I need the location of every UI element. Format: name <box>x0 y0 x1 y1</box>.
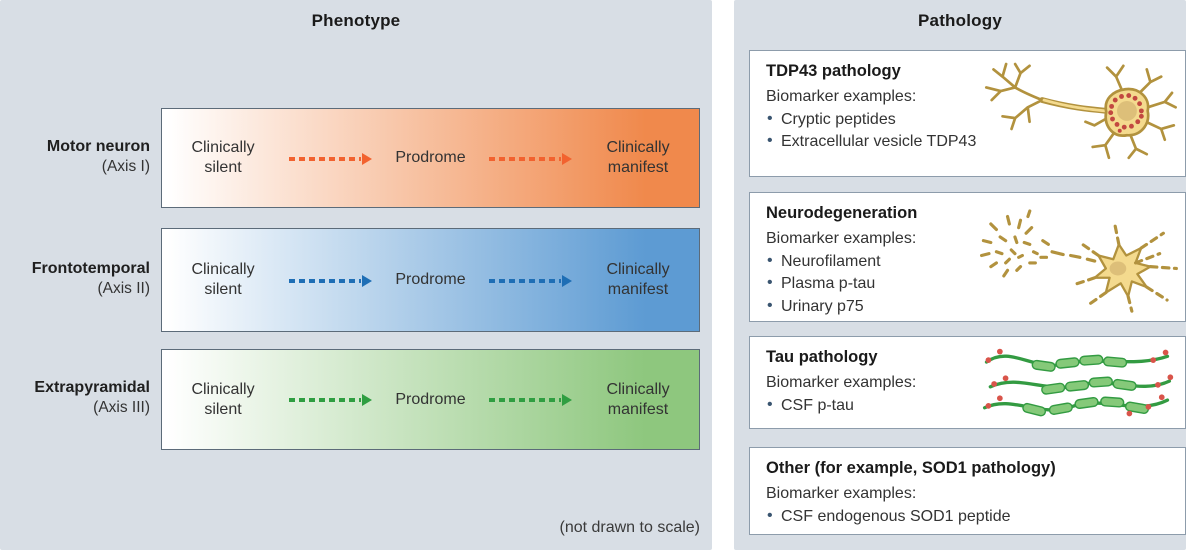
biomarker-examples-label: Biomarker examples: <box>766 485 917 502</box>
stage-clinically-manifest: Clinically manifest <box>606 139 670 176</box>
tau-filaments-icon <box>982 348 1174 417</box>
pathology-box-tdp43: TDP43 pathology Biomarker examples: Cryp… <box>749 50 1186 177</box>
biomarker-examples-label: Biomarker examples: <box>766 374 917 391</box>
box-title: Neurodegeneration <box>766 204 918 222</box>
biomarker-item: Cryptic peptides <box>766 108 1169 131</box>
pathology-panel: Pathology TDP43 pathology Biomarker exam… <box>734 0 1186 550</box>
stage-prodrome: Prodrome <box>395 390 466 408</box>
biomarker-item: Neurofilament <box>766 250 1169 273</box>
axis-number: (Axis III) <box>93 399 150 416</box>
axis-label-extrapyramidal: Extrapyramidal (Axis III) <box>0 378 150 417</box>
stage-clinically-manifest: Clinically manifest <box>606 261 670 298</box>
box-title: TDP43 pathology <box>766 62 901 80</box>
stage-prodrome: Prodrome <box>395 149 466 167</box>
progression-arrow <box>289 394 373 406</box>
axis-number: (Axis I) <box>101 158 150 175</box>
arrow-dashes <box>488 156 561 161</box>
phenotype-band-frontotemporal: Clinically silent Prodrome Clinically ma… <box>161 228 700 332</box>
progression-arrow <box>289 274 373 287</box>
biomarker-list: CSF endogenous SOD1 peptide <box>766 505 1169 528</box>
phenotype-panel-title: Phenotype <box>311 11 401 30</box>
stage-prodrome: Prodrome <box>395 271 466 289</box>
progression-arrow <box>488 394 572 406</box>
phenotype-panel: Phenotype Motor neuron (Axis I) Frontote… <box>0 0 712 550</box>
arrow-dashes <box>289 278 362 283</box>
arrow-dashes <box>488 278 561 283</box>
axis-name: Extrapyramidal <box>34 379 150 396</box>
progression-arrow <box>488 152 572 165</box>
stage-clinically-manifest: Clinically manifest <box>606 380 670 418</box>
biomarker-item: Urinary p75 <box>766 295 1169 318</box>
pathology-box-other-sod1: Other (for example, SOD1 pathology) Biom… <box>749 447 1186 535</box>
biomarker-list: Neurofilament Plasma p-tau Urinary p75 <box>766 250 1169 318</box>
arrow-dashes <box>289 156 362 161</box>
box-title: Other (for example, SOD1 pathology) <box>766 459 1056 477</box>
arrow-dashes <box>289 398 362 402</box>
biomarker-list: CSF p-tau <box>766 394 1169 417</box>
stage-clinically-silent: Clinically silent <box>191 261 255 298</box>
phenotype-band-extrapyramidal: Clinically silent Prodrome Clinically ma… <box>161 349 700 450</box>
progression-arrow <box>488 274 572 287</box>
arrow-head-icon <box>561 274 572 287</box>
arrow-head-icon <box>561 152 572 165</box>
stage-clinically-silent: Clinically silent <box>191 139 255 176</box>
biomarker-item: Extracellular vesicle TDP43 <box>766 130 1169 153</box>
biomarker-examples-label: Biomarker examples: <box>766 88 917 105</box>
arrow-dashes <box>488 398 561 402</box>
degenerating-neuron-icon <box>979 209 1178 313</box>
axis-label-frontotemporal: Frontotemporal (Axis II) <box>0 259 150 298</box>
axis-name: Frontotemporal <box>31 260 150 277</box>
progression-arrow <box>289 152 373 165</box>
axis-label-motor-neuron: Motor neuron (Axis I) <box>0 137 150 176</box>
stage-clinically-silent: Clinically silent <box>191 380 255 418</box>
biomarker-examples-label: Biomarker examples: <box>766 230 917 247</box>
scale-footnote: (not drawn to scale) <box>559 519 700 536</box>
pathology-box-tau: Tau pathology Biomarker examples: CSF p-… <box>749 336 1186 429</box>
box-title: Tau pathology <box>766 348 878 366</box>
arrow-head-icon <box>362 152 373 165</box>
axis-name: Motor neuron <box>46 138 150 155</box>
phenotype-band-motor-neuron: Clinically silent Prodrome Clinically ma… <box>161 108 700 208</box>
pathology-box-neurodegeneration: Neurodegeneration Biomarker examples: Ne… <box>749 192 1186 322</box>
neuron-with-tdp43-aggregates-icon <box>984 62 1177 160</box>
arrow-head-icon <box>561 394 572 406</box>
arrow-head-icon <box>362 394 373 406</box>
pathology-panel-title: Pathology <box>918 11 1002 30</box>
biomarker-item: CSF endogenous SOD1 peptide <box>766 505 1169 528</box>
axis-number: (Axis II) <box>97 280 150 297</box>
biomarker-item: CSF p-tau <box>766 394 1169 417</box>
biomarker-list: Cryptic peptides Extracellular vesicle T… <box>766 108 1169 154</box>
arrow-head-icon <box>362 274 373 287</box>
biomarker-item: Plasma p-tau <box>766 272 1169 295</box>
